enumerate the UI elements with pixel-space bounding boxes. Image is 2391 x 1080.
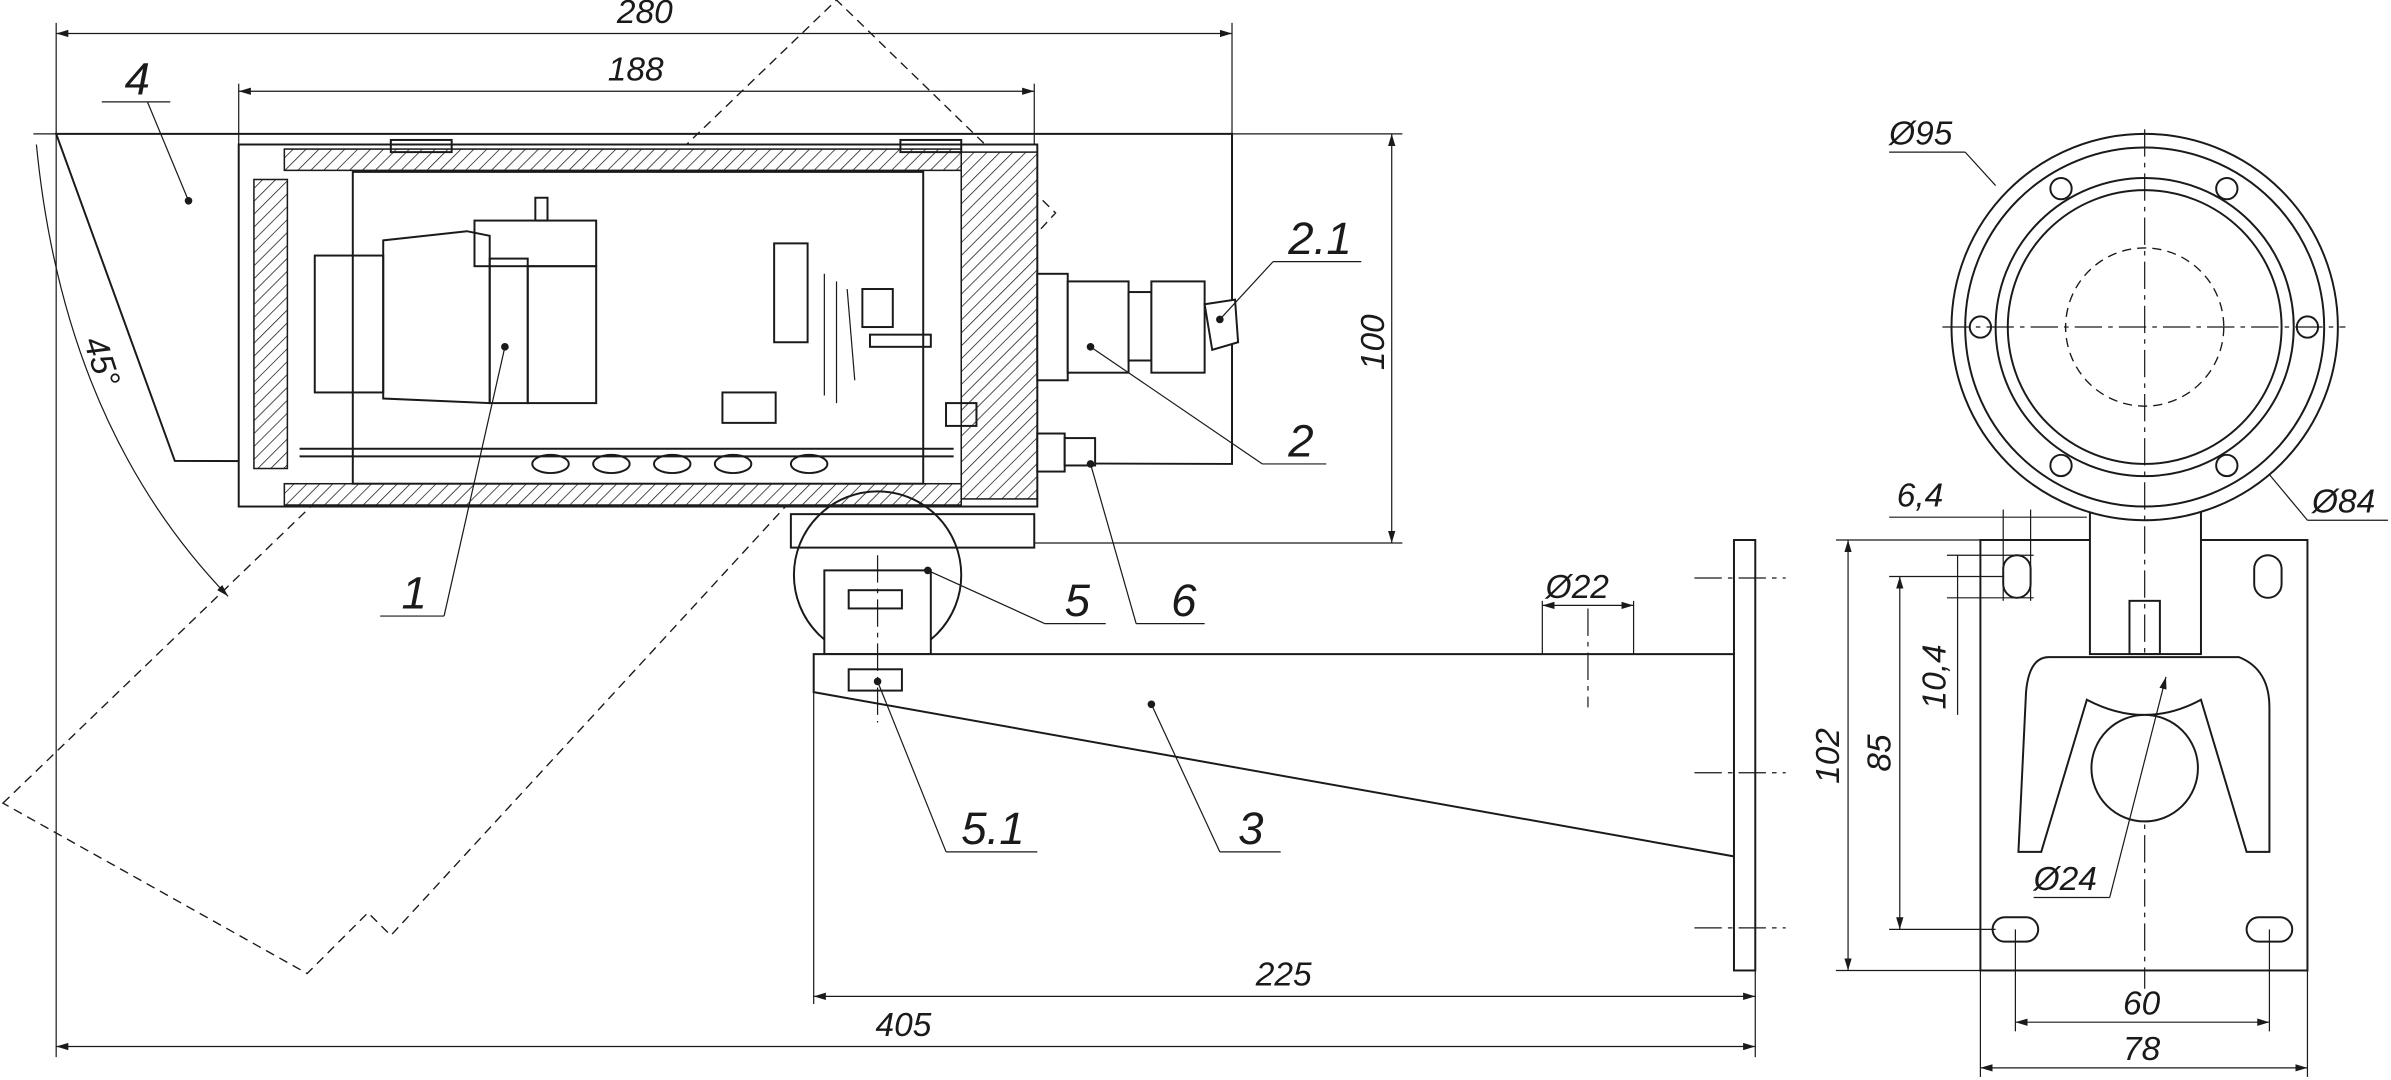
callout-3: 3 [1238, 803, 1263, 854]
side-dimensions: 280 188 100 45° Ø22 225 405 [35, 0, 1756, 1058]
dim-188: 188 [608, 52, 664, 89]
dim-225: 225 [1255, 957, 1312, 994]
connector [1036, 272, 1240, 382]
callout-4: 4 [125, 53, 150, 104]
dim-d24: Ø24 [2033, 861, 2097, 898]
bracket [789, 490, 1786, 972]
callout-2: 2 [1287, 415, 1313, 466]
dim-60: 60 [2123, 986, 2161, 1023]
sunshade [33, 132, 1233, 465]
dim-405: 405 [876, 1007, 932, 1044]
dim-d22: Ø22 [1545, 569, 1610, 606]
callout-5: 5 [1065, 575, 1091, 626]
board-components [531, 453, 829, 475]
tilted-outline [1, 0, 1057, 975]
dim-280: 280 [616, 0, 673, 31]
dim-102: 102 [1810, 728, 1847, 784]
dim-d95: Ø95 [1888, 116, 1953, 153]
callout-6: 6 [1171, 575, 1197, 626]
callout-2-1: 2.1 [1287, 213, 1351, 264]
dim-d84: Ø84 [2311, 484, 2375, 521]
front-view [1942, 129, 2346, 989]
dim-45-deg: 45° [76, 332, 127, 392]
dim-100: 100 [1355, 314, 1392, 370]
callouts: 4 2.1 2 1 5 6 5.1 3 [101, 53, 1362, 854]
dim-78: 78 [2123, 1031, 2161, 1068]
front-dimensions: Ø95 Ø84 6,4 10,4 102 85 Ø24 60 78 [1810, 116, 2389, 1077]
camera-housing [237, 138, 1039, 508]
callout-1: 1 [401, 567, 426, 618]
cable-gland [1036, 432, 1097, 473]
dim-85: 85 [1862, 734, 1899, 772]
dim-10-4: 10,4 [1916, 644, 1953, 709]
callout-5-1: 5.1 [961, 803, 1024, 854]
dim-6-4: 6,4 [1897, 478, 1944, 515]
